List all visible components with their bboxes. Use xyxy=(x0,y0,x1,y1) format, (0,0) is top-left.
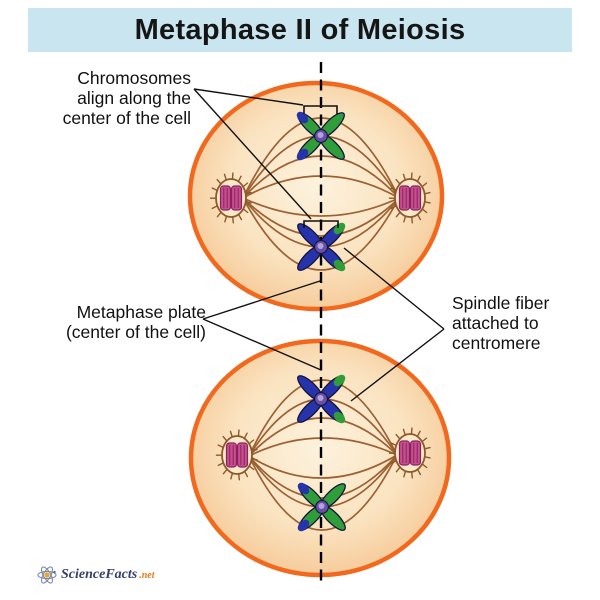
centromere-highlight xyxy=(318,503,325,509)
centriole xyxy=(409,440,422,466)
chromosome-green xyxy=(296,111,345,161)
centriole xyxy=(219,185,232,211)
atom-icon xyxy=(37,566,57,584)
centrosome xyxy=(209,172,252,224)
arm-tip-green xyxy=(333,259,346,272)
centrosome xyxy=(388,427,431,479)
arm-tip-blue xyxy=(296,148,309,161)
top-cell xyxy=(187,80,445,312)
arm-tip-blue xyxy=(297,482,310,495)
spindle-fiber xyxy=(242,197,400,237)
page-title: Metaphase II of Meiosis xyxy=(134,13,466,46)
spindle-fiber xyxy=(248,454,398,531)
centriole xyxy=(398,440,411,466)
chromosome-green xyxy=(297,482,346,532)
bracket-top-chromosome xyxy=(303,105,338,114)
centriole xyxy=(409,185,422,211)
chromosome-blue xyxy=(297,374,346,424)
centromere-highlight xyxy=(317,243,324,249)
arm-tip-blue xyxy=(297,519,310,532)
arm-tip-green xyxy=(333,222,346,235)
centromere-highlight xyxy=(317,132,324,138)
logo-brand: ScienceFacts xyxy=(61,567,138,582)
centriole xyxy=(398,185,411,211)
spindle-fiber-label: Spindle fiber attached to centromere xyxy=(452,293,550,353)
metaphase-plate-pointer-lines xyxy=(202,280,322,371)
metaphase-plate-label: Metaphase plate (center of the cell) xyxy=(65,302,206,342)
spindle-fiber-pointer-lines xyxy=(343,247,445,402)
centriole xyxy=(236,442,249,468)
centriole xyxy=(230,185,243,211)
arm-tip-blue xyxy=(296,111,309,124)
arm-tip-green xyxy=(333,374,346,387)
chromosomes-align-pointer-lines xyxy=(193,88,312,220)
spindle-fiber xyxy=(242,197,400,217)
centromere-highlight xyxy=(317,395,324,401)
chromosome-blue xyxy=(297,222,346,272)
centrosome xyxy=(388,172,431,224)
centrosome xyxy=(215,429,258,481)
chromosomes-layer xyxy=(296,111,346,532)
spindle-fiber xyxy=(248,454,398,479)
spindle-fiber xyxy=(242,197,400,271)
arm-tip-green xyxy=(333,411,346,424)
logo-tld: .net xyxy=(139,569,155,581)
title-bar: Metaphase II of Meiosis xyxy=(28,8,572,52)
cell-membrane xyxy=(187,80,445,312)
logo: ScienceFacts.net xyxy=(36,564,155,586)
centriole xyxy=(225,442,238,468)
bracket-bottom-chromosome xyxy=(303,220,339,228)
spindle-fiber xyxy=(248,454,398,499)
chromosomes-align-label: Chromosomes align along the center of th… xyxy=(62,68,191,128)
